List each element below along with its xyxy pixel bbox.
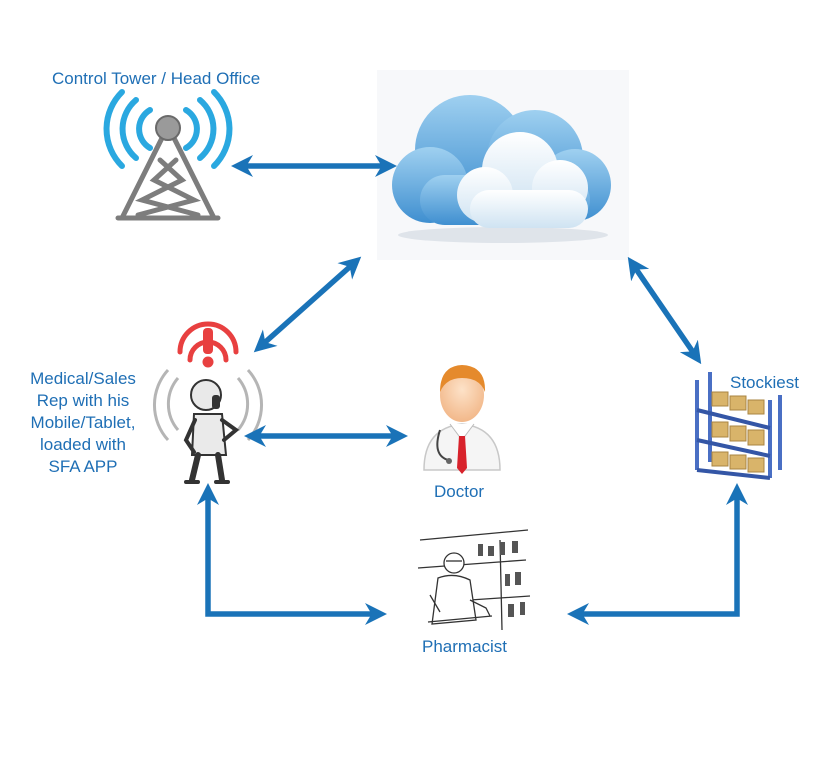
sales-rep-label-line: SFA APP xyxy=(48,457,118,476)
sales-rep-with-phone-icon xyxy=(153,321,263,484)
sales-rep-label-line: Rep with his xyxy=(36,391,130,410)
sales-rep-label: Medical/Sales Rep with his Mobile/Tablet… xyxy=(8,368,158,478)
doctor-icon xyxy=(423,365,501,474)
sales-rep-label-line: Mobile/Tablet, xyxy=(30,413,136,432)
radio-tower-icon xyxy=(103,89,233,221)
arrow-stockiest-pharmacist xyxy=(567,483,748,625)
arrow-cloud-rep xyxy=(253,256,362,353)
arrows xyxy=(197,155,748,625)
arrow-rep-pharmacist xyxy=(197,483,387,625)
stockiest-label: Stockiest xyxy=(730,373,799,392)
doctor-label: Doctor xyxy=(434,482,485,501)
pharmacist-label: Pharmacist xyxy=(422,637,508,656)
pharmacist-icon xyxy=(417,529,531,631)
warehouse-shelves-icon xyxy=(695,372,782,480)
control-tower-label: Control Tower / Head Office xyxy=(52,69,261,88)
cloud-icon xyxy=(377,70,629,260)
sales-rep-label-line: Medical/Sales xyxy=(30,369,136,388)
arrow-cloud-stockiest xyxy=(627,256,702,365)
sales-rep-label-line: loaded with xyxy=(39,435,126,454)
